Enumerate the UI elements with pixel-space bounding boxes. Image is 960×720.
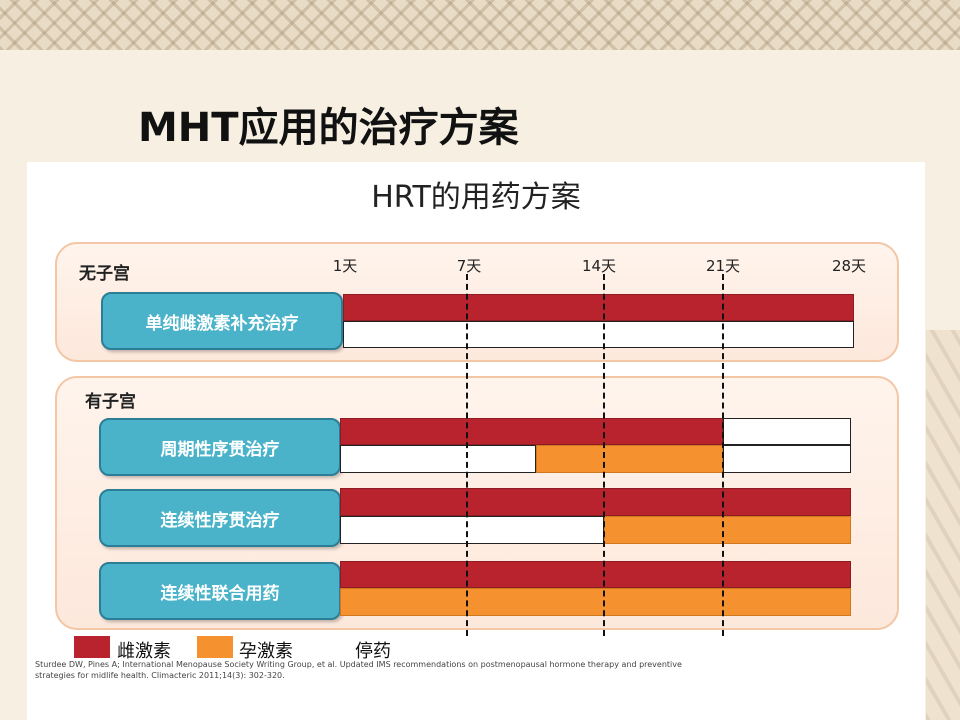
regimen-cyclic-sequential: 周期性序贯治疗 xyxy=(99,418,341,476)
day-label-28: 28天 xyxy=(831,257,867,275)
diagram-panel: HRT的用药方案 无子宫 有子宫 1天 7天 14天 21天 28天 单纯雌激素… xyxy=(27,162,925,720)
progestin-bar xyxy=(340,588,851,616)
estrogen-bar xyxy=(340,418,723,445)
regimen-continuous-combined: 连续性联合用药 xyxy=(99,562,341,620)
stop-bar xyxy=(723,445,851,473)
legend-stop-label: 停药 xyxy=(355,641,391,662)
day-label-21: 21天 xyxy=(705,257,741,275)
stop-bar xyxy=(343,321,854,348)
legend-estrogen-swatch xyxy=(74,636,110,658)
day-7-marker xyxy=(466,274,468,636)
stop-bar xyxy=(340,445,536,473)
day-label-1: 1天 xyxy=(332,257,358,275)
day-label-14: 14天 xyxy=(581,257,617,275)
slide-title: MHT应用的治疗方案 xyxy=(138,105,519,151)
legend-estrogen-label: 雌激素 xyxy=(117,641,171,662)
estrogen-bar xyxy=(343,294,854,321)
citation: Sturdee DW, Pines A; International Menop… xyxy=(35,660,682,680)
stop-bar xyxy=(340,516,604,544)
progestin-bar xyxy=(536,445,723,473)
estrogen-bar xyxy=(340,488,851,516)
progestin-bar xyxy=(604,516,851,544)
legend-progestin-swatch xyxy=(197,636,233,658)
regimen-continuous-sequential: 连续性序贯治疗 xyxy=(99,489,341,547)
day-14-marker xyxy=(603,274,605,636)
diagram-title: HRT的用药方案 xyxy=(371,180,581,215)
decorative-border-top xyxy=(0,0,960,50)
day-label-7: 7天 xyxy=(456,257,482,275)
group-label-no-uterus: 无子宫 xyxy=(79,264,130,284)
legend-progestin-label: 孕激素 xyxy=(239,641,293,662)
regimen-estrogen-only: 单纯雌激素补充治疗 xyxy=(101,292,343,350)
group-label-with-uterus: 有子宫 xyxy=(85,392,136,412)
estrogen-bar xyxy=(340,561,851,588)
day-21-marker xyxy=(722,274,724,636)
decorative-border-right xyxy=(926,330,960,720)
stop-bar xyxy=(723,418,851,445)
